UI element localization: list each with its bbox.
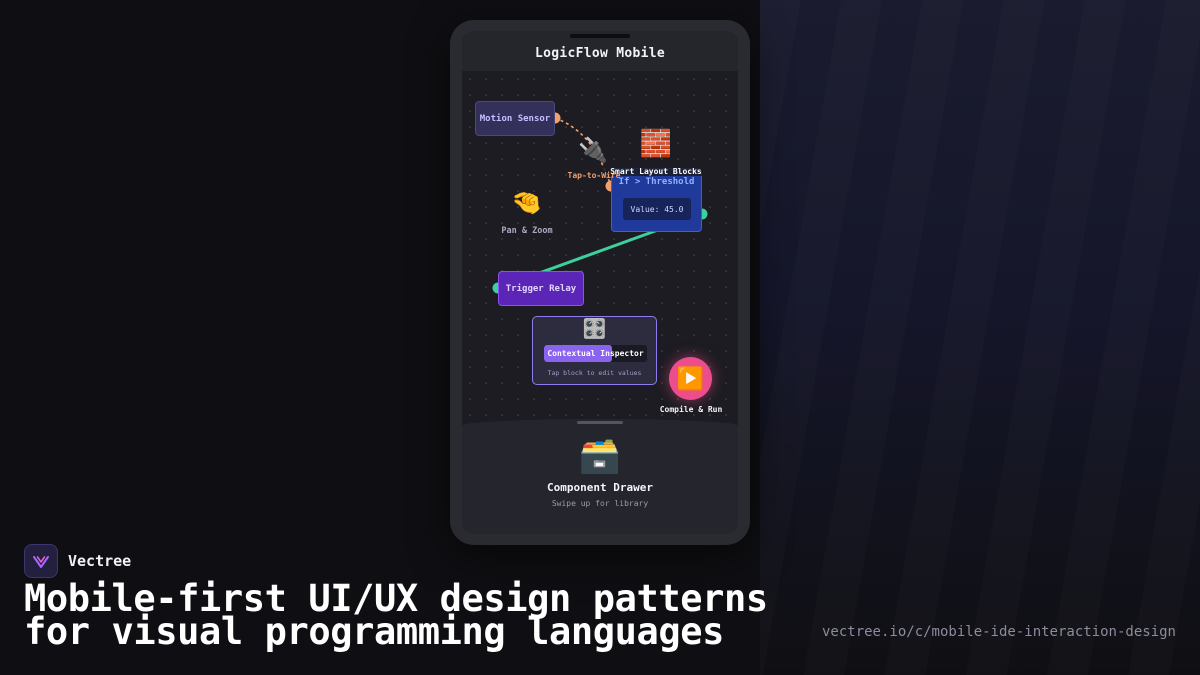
node-motion-sensor-label: Motion Sensor: [479, 113, 551, 124]
compile-run-label: Compile & Run: [659, 405, 723, 414]
phone-mockup: LogicFlow Mobile Motion Sensor If > Thre…: [450, 20, 750, 545]
vectree-logo-icon: [24, 544, 58, 578]
drawer-title: Component Drawer: [547, 481, 653, 494]
plug-icon: 🔌: [578, 136, 608, 164]
headline-line-1: Mobile-first UI/UX design patterns: [24, 577, 768, 620]
wire-motion-to-threshold[interactable]: [554, 117, 612, 187]
play-button-icon: ▶️: [676, 365, 705, 391]
compile-run-button[interactable]: ▶️: [669, 357, 712, 400]
brick-icon: 🧱: [639, 129, 673, 159]
pinch-hand-icon: 🤏: [511, 188, 543, 217]
contextual-inspector-panel[interactable]: 🎛️ Contextual Inspector Tap block to edi…: [532, 316, 657, 385]
headline: Mobile-first UI/UX design patterns for v…: [24, 577, 784, 653]
node-motion-sensor[interactable]: Motion Sensor: [475, 101, 555, 136]
source-url[interactable]: vectree.io/c/mobile-ide-interaction-desi…: [821, 624, 1176, 640]
inspector-hint: Tap block to edit values: [547, 369, 642, 377]
threshold-value-text: Value: 45.0: [630, 204, 684, 214]
background-rays: [760, 0, 1200, 675]
card-file-box-icon: 🗃️: [578, 436, 622, 476]
phone-screen: LogicFlow Mobile Motion Sensor If > Thre…: [462, 31, 738, 534]
node-trigger-relay-label: Trigger Relay: [505, 283, 577, 294]
node-threshold[interactable]: If > Threshold Value: 45.0: [611, 168, 702, 232]
component-drawer[interactable]: 🗃️ Component Drawer Swipe up for library: [462, 419, 738, 534]
node-threshold-label: If > Threshold: [618, 177, 695, 187]
headline-line-2: for visual programming languages: [24, 610, 725, 653]
smart-layout-label: Smart Layout Blocks: [598, 167, 714, 176]
inspector-slider-label: Contextual Inspector: [547, 349, 644, 358]
brand-name: Vectree: [68, 552, 132, 570]
node-trigger-relay[interactable]: Trigger Relay: [498, 271, 584, 306]
threshold-value-field[interactable]: Value: 45.0: [623, 198, 691, 220]
app-title: LogicFlow Mobile: [534, 45, 666, 61]
background-glow: [760, 0, 1200, 675]
node-canvas[interactable]: Motion Sensor If > Threshold Value: 45.0…: [462, 71, 738, 419]
pan-zoom-label: Pan & Zoom: [501, 226, 553, 236]
app-header: LogicFlow Mobile: [462, 31, 738, 71]
phone-notch: [570, 34, 630, 38]
vectree-logo-mark: [33, 556, 49, 568]
drawer-subtitle: Swipe up for library: [551, 499, 649, 508]
brand: Vectree: [24, 544, 131, 578]
inspector-slider-fill: [544, 345, 612, 362]
inspector-slider[interactable]: Contextual Inspector: [544, 345, 647, 362]
control-knobs-icon: 🎛️: [582, 318, 607, 340]
drawer-handle[interactable]: [577, 421, 623, 424]
tap-to-wire-label: Tap-to-Wire: [567, 171, 621, 180]
